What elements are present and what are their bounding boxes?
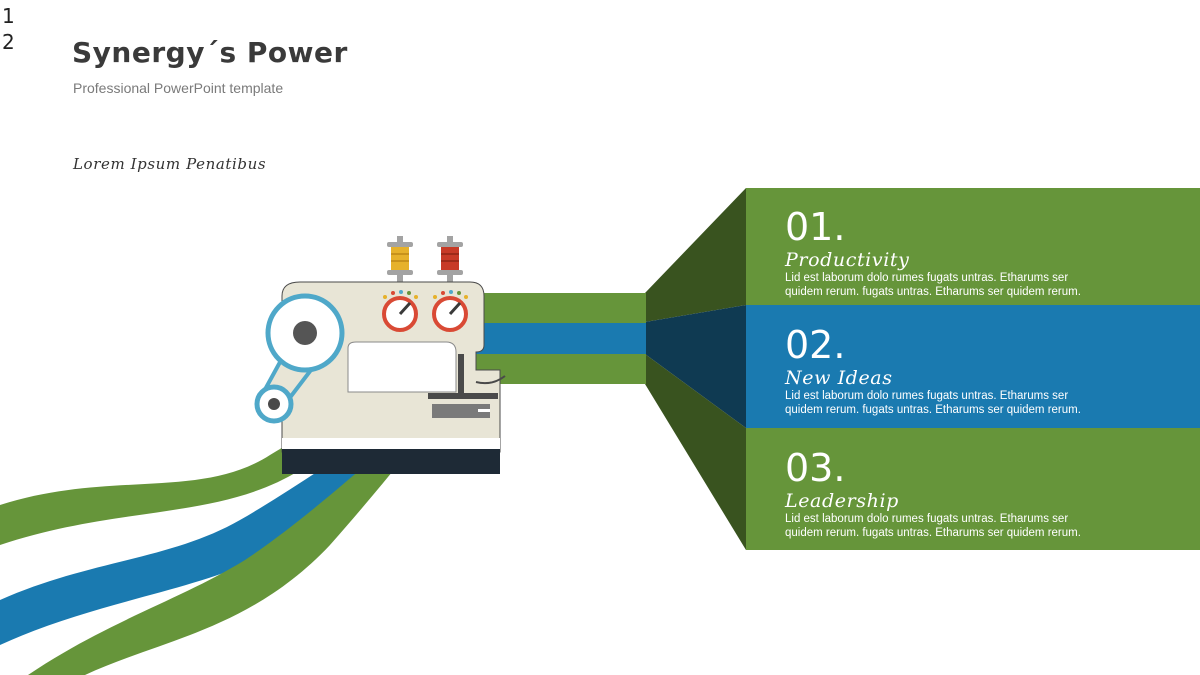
slide-title: Synergy´s Power [72,36,348,69]
panel-3-background [746,428,1200,550]
panel-3: 03. Leadership Lid est laborum dolo rume… [785,448,1115,540]
slide-subtitle: Professional PowerPoint template [73,80,284,96]
panel-1-body-line-2: quidem rerum. fugats untras. Etharums se… [785,286,1081,298]
funnel-top [645,188,746,322]
panel-2-background [746,305,1200,428]
ribbon-blue-middle [470,323,646,354]
panel-3-number: 03. [785,446,846,490]
panel-2-body-line-2: quidem rerum. fugats untras. Etharums se… [785,404,1081,416]
funnel-bottom [645,354,746,550]
slide-number-2: 2 [2,30,15,54]
panel-2-heading: New Ideas [785,367,893,389]
spool-red-icon [437,236,463,284]
wave-blue [0,398,445,645]
panel-3-heading: Leadership [785,490,899,512]
sewing-machine-icon [254,281,506,474]
panel-3-body-line-2: quidem rerum. fugats untras. Etharums se… [785,527,1081,539]
spool-yellow-icon [387,236,413,284]
panel-1-heading: Productivity [785,249,910,271]
panel-1-number: 01. [785,205,846,249]
panel-2-number: 02. [785,323,846,367]
panel-3-body-line-1: Lid est laborum dolo rumes fugats untras… [785,513,1069,525]
panel-1-background [746,188,1200,305]
panel-1-body-line-1: Lid est laborum dolo rumes fugats untras… [785,272,1069,284]
slide-tagline: Lorem Ipsum Penatibus [73,155,267,173]
panel-2: 02. New Ideas Lid est laborum dolo rumes… [785,325,1115,417]
slide-number-1: 1 [2,4,15,28]
panel-1: 01. Productivity Lid est laborum dolo ru… [785,207,1115,299]
ribbon-green-top [470,293,646,323]
funnel-middle [645,305,746,428]
panel-2-body-line-1: Lid est laborum dolo rumes fugats untras… [785,390,1069,402]
